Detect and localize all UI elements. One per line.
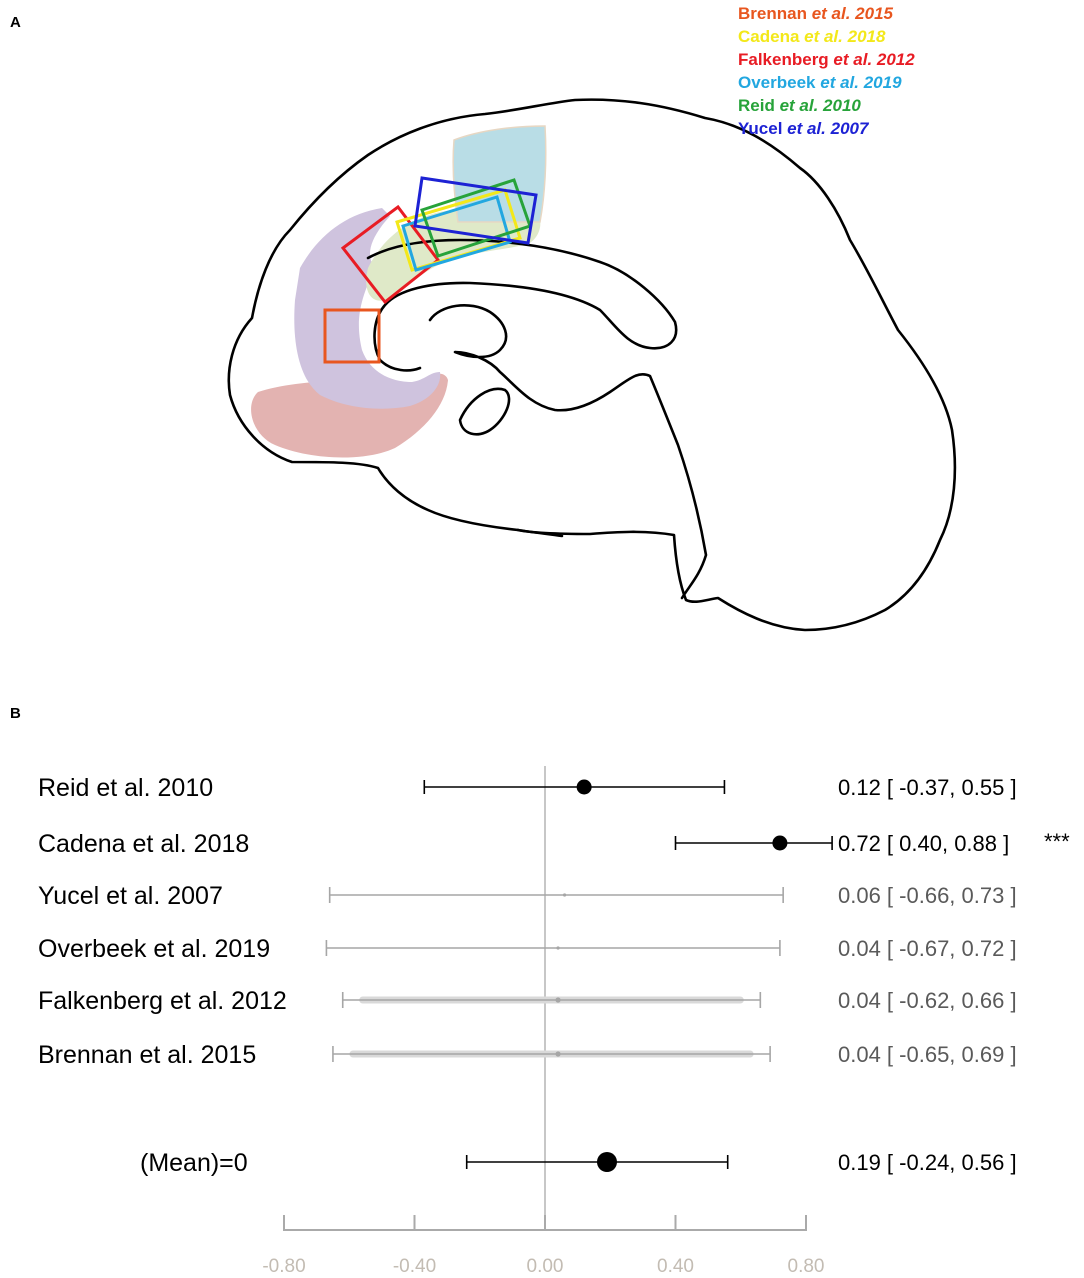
- ci-text: 0.04 [ -0.67, 0.72 ]: [838, 936, 1017, 961]
- study-row: Reid et al. 2010 0.12 [ -0.37, 0.55 ]: [38, 774, 1017, 802]
- point-estimate: [555, 997, 561, 1003]
- legend-year: 2019: [863, 73, 902, 92]
- legend-year: 2018: [847, 27, 886, 46]
- point-estimate: [555, 1051, 561, 1057]
- cingulate-region: [366, 207, 541, 301]
- study-label: Reid et al. 2010: [38, 774, 213, 802]
- point-estimate: [576, 779, 592, 795]
- legend-item: Yucel et al. 2007: [738, 119, 870, 138]
- legend-year: 2007: [830, 119, 870, 138]
- study-row: (Mean)=0 0.19 [ -0.24, 0.56 ]: [140, 1149, 1017, 1177]
- legend-etal: et al.: [780, 96, 823, 115]
- legend-year: 2012: [876, 50, 915, 69]
- study-row: Falkenberg et al. 2012 0.04 [ -0.62, 0.66…: [38, 987, 1017, 1015]
- roi-cadena: [395, 188, 522, 272]
- legend-etal: et al.: [820, 73, 863, 92]
- roi-brennan: [323, 308, 381, 364]
- study-label: Cadena et al. 2018: [38, 830, 249, 858]
- roi-overbeek: [401, 195, 512, 272]
- study-row: Brennan et al. 2015 0.04 [ -0.65, 0.69 ]: [38, 1041, 1017, 1069]
- legend-year: 2010: [822, 96, 861, 115]
- roi-falkenberg: [340, 204, 441, 305]
- forest-plot: -0.80 -0.40 0.00 0.40 0.80 Reid et al. 2010 0…: [38, 766, 1070, 1277]
- panel-a-label: A: [10, 14, 21, 31]
- point-estimate: [562, 893, 567, 897]
- study-rows: Reid et al. 2010 0.12 [ -0.37, 0.55 ] Cade…: [38, 774, 1070, 1177]
- legend-author: Yucel: [738, 119, 787, 138]
- ci-text: 0.04 [ -0.65, 0.69 ]: [838, 1042, 1017, 1067]
- cerebellum-outline: [516, 528, 564, 538]
- ci-text: 0.06 [ -0.66, 0.73 ]: [838, 883, 1017, 908]
- legend-author: Overbeek: [738, 73, 820, 92]
- medial-prefrontal-region: [294, 208, 441, 409]
- point-estimate: [556, 946, 560, 950]
- point-estimate: [596, 1152, 617, 1172]
- significance-marker: ***: [1044, 829, 1070, 854]
- ci-text: 0.12 [ -0.37, 0.55 ]: [838, 775, 1017, 800]
- study-label: (Mean)=0: [140, 1149, 248, 1177]
- brain-illustration: [227, 98, 957, 632]
- legend-item: Falkenberg et al. 2012: [738, 50, 915, 69]
- roi-yucel: [413, 176, 538, 245]
- legend-item: Cadena et al. 2018: [738, 27, 886, 46]
- study-row: Yucel et al. 2007 0.06 [ -0.66, 0.73 ]: [38, 882, 1017, 910]
- legend-etal: et al.: [804, 27, 847, 46]
- legend-year: 2015: [854, 4, 893, 23]
- study-row: Overbeek et al. 2019 0.04 [ -0.67, 0.72 ]: [38, 935, 1017, 963]
- x-tick-label: 0.80: [788, 1256, 825, 1277]
- ci-text: 0.72 [ 0.40, 0.88 ]: [838, 831, 1009, 856]
- study-row: Cadena et al. 2018 0.72 [ 0.40, 0.88 ] ***: [38, 829, 1070, 858]
- sulcus-outline: [458, 387, 511, 436]
- x-tick-label: -0.40: [393, 1256, 436, 1277]
- ci-text: 0.19 [ -0.24, 0.56 ]: [838, 1150, 1017, 1175]
- ci-text: 0.04 [ -0.62, 0.66 ]: [838, 988, 1017, 1013]
- study-label: Brennan et al. 2015: [38, 1041, 256, 1069]
- brainstem-outline: [428, 304, 708, 600]
- x-tick-label: -0.80: [262, 1256, 305, 1277]
- study-label: Overbeek et al. 2019: [38, 935, 270, 963]
- legend-author: Brennan: [738, 4, 812, 23]
- point-estimate: [772, 835, 788, 851]
- study-label: Falkenberg et al. 2012: [38, 987, 287, 1015]
- legend-author: Cadena: [738, 27, 804, 46]
- legend-etal: et al.: [833, 50, 876, 69]
- brain-outer-outline: [227, 98, 957, 632]
- x-tick-label: 0.00: [527, 1256, 564, 1277]
- legend-item: Reid et al. 2010: [738, 96, 861, 115]
- x-tick-label: 0.40: [657, 1256, 694, 1277]
- study-label: Yucel et al. 2007: [38, 882, 223, 910]
- legend-author: Reid: [738, 96, 780, 115]
- legend-author: Falkenberg: [738, 50, 833, 69]
- legend-item: Brennan et al. 2015: [738, 4, 894, 23]
- panel-b-label: B: [10, 705, 21, 722]
- legend-etal: et al.: [787, 119, 830, 138]
- x-axis: -0.80 -0.40 0.00 0.40 0.80: [262, 1215, 824, 1277]
- legend-item: Overbeek et al. 2019: [738, 73, 902, 92]
- legend-etal: et al.: [812, 4, 855, 23]
